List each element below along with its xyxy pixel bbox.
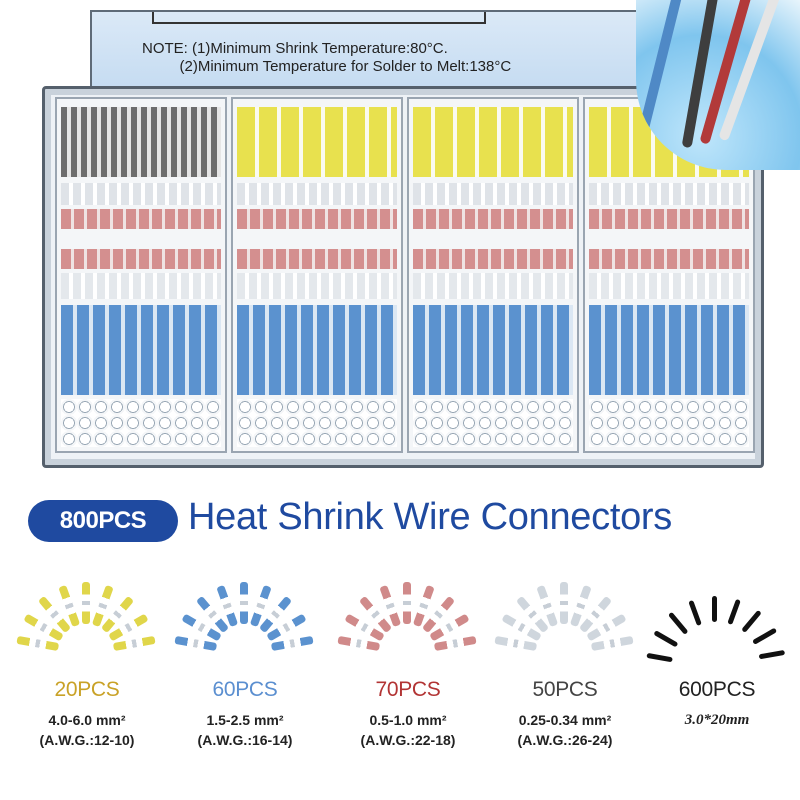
- variant-count: 600PCS: [678, 678, 756, 701]
- variant-4: 50PCS 0.25-0.34 mm² (A.W.G.:26-24): [490, 572, 640, 750]
- connector-piece: [240, 582, 248, 624]
- variant-5: 600PCS 3.0*20mm: [642, 572, 792, 730]
- note-line-1: NOTE: (1)Minimum Shrink Temperature:80°C…: [142, 40, 448, 57]
- variant-3: 70PCS 0.5-1.0 mm² (A.W.G.:22-18): [333, 572, 483, 750]
- variant-spec: 1.5-2.5 mm² (A.W.G.:16-14): [170, 710, 320, 750]
- variant-size: 3.0*20mm: [684, 712, 750, 728]
- connector-piece: [494, 635, 538, 652]
- connector-piece: [16, 635, 60, 652]
- variant-2: 60PCS 1.5-2.5 mm² (A.W.G.:16-14): [170, 572, 320, 750]
- connector-piece: [112, 635, 156, 652]
- tray-compartment-1: [55, 97, 227, 453]
- connector-piece: [337, 635, 381, 652]
- connector-piece: [653, 630, 679, 648]
- variant-spec: 3.0*20mm: [642, 710, 792, 730]
- connector-fan-image: [16, 572, 157, 672]
- temperature-note: NOTE: (1)Minimum Shrink Temperature:80°C…: [142, 40, 511, 76]
- variant-size: 1.5-2.5 mm²: [206, 712, 284, 728]
- variant-awg: (A.W.G.:12-10): [39, 732, 135, 748]
- connector-piece: [174, 635, 218, 652]
- connector-tray: [42, 86, 764, 468]
- note-line-2: (2)Minimum Temperature for Solder to Mel…: [142, 58, 512, 75]
- connector-piece: [741, 609, 762, 633]
- variant-spec: 4.0-6.0 mm² (A.W.G.:12-10): [12, 710, 162, 750]
- tray-compartment-3: [407, 97, 579, 453]
- connector-piece: [758, 649, 786, 660]
- variant-spec: 0.25-0.34 mm² (A.W.G.:26-24): [490, 710, 640, 750]
- connector-piece: [646, 652, 673, 663]
- connector-piece: [270, 635, 314, 652]
- variant-count: 70PCS: [375, 678, 441, 701]
- tray-compartment-2: [231, 97, 403, 453]
- variant-awg: (A.W.G.:16-14): [197, 732, 293, 748]
- connector-fan-image: [494, 572, 635, 672]
- connector-piece: [752, 627, 778, 645]
- variant-spec: 0.5-1.0 mm² (A.W.G.:22-18): [333, 710, 483, 750]
- variant-size: 0.5-1.0 mm²: [369, 712, 447, 728]
- box-lid: NOTE: (1)Minimum Shrink Temperature:80°C…: [90, 10, 714, 92]
- waterproof-inset-image: [636, 0, 800, 170]
- connector-piece: [403, 582, 411, 624]
- variant-size: 4.0-6.0 mm²: [48, 712, 126, 728]
- connector-fan-image: [337, 572, 478, 672]
- connector-piece: [433, 635, 477, 652]
- connector-piece: [560, 582, 568, 624]
- lid-ruler-graphic: [152, 12, 486, 24]
- connector-piece: [688, 599, 702, 627]
- variant-awg: (A.W.G.:22-18): [360, 732, 456, 748]
- connector-piece: [712, 596, 717, 622]
- variant-count: 60PCS: [212, 678, 278, 701]
- connector-fan-image: [174, 572, 315, 672]
- variant-1: 20PCS 4.0-6.0 mm² (A.W.G.:12-10): [12, 572, 162, 750]
- connector-piece: [590, 635, 634, 652]
- connector-piece: [727, 598, 741, 625]
- product-photo: NOTE: (1)Minimum Shrink Temperature:80°C…: [42, 0, 800, 468]
- connector-piece: [667, 611, 689, 635]
- quantity-badge: 800PCS: [28, 500, 178, 542]
- connector-piece: [82, 582, 90, 624]
- variant-awg: (A.W.G.:26-24): [517, 732, 613, 748]
- variant-count: 50PCS: [532, 678, 598, 701]
- product-title: Heat Shrink Wire Connectors: [188, 496, 672, 538]
- variant-count: 20PCS: [54, 678, 120, 701]
- variant-size: 0.25-0.34 mm²: [518, 712, 612, 728]
- tube-fan-image: [646, 572, 787, 672]
